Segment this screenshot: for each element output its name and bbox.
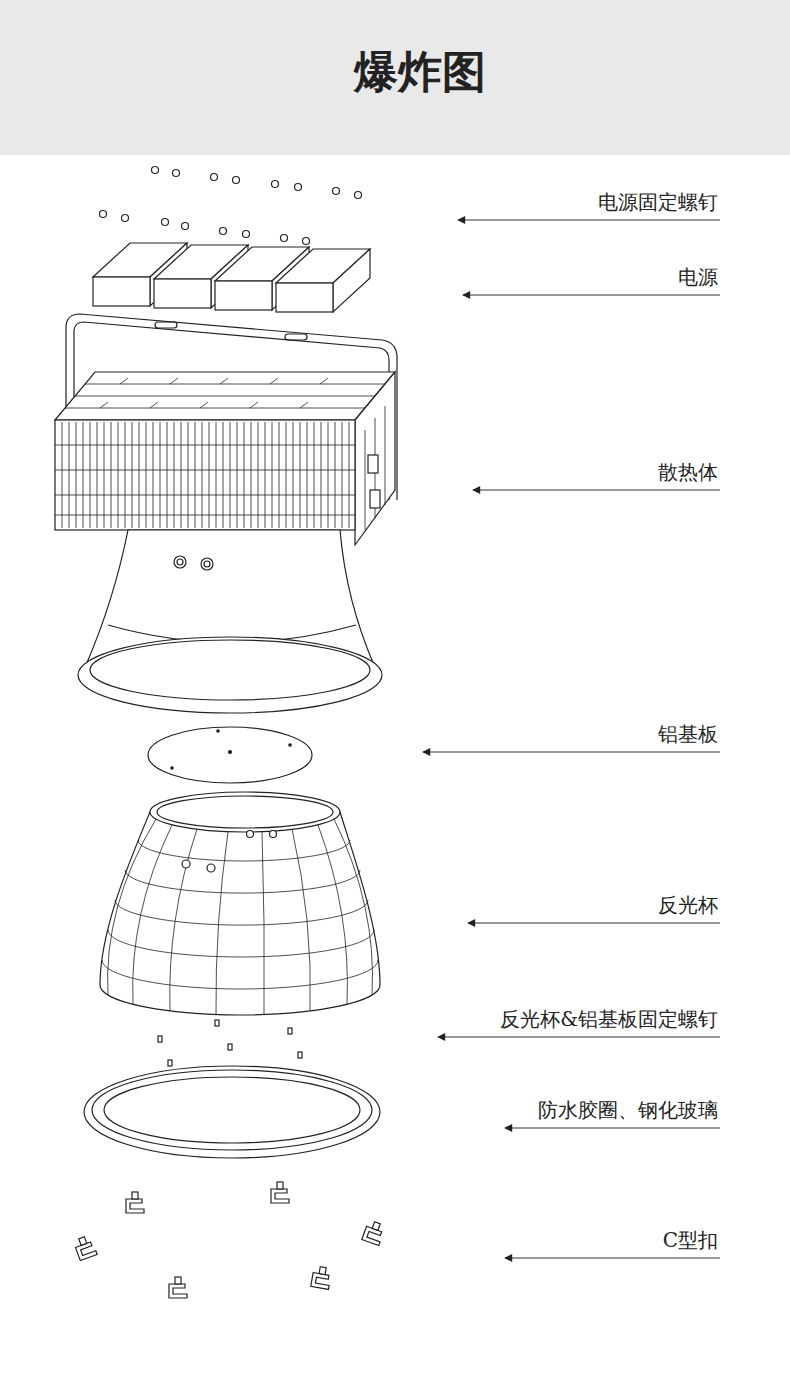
aluminium-plate bbox=[148, 727, 312, 783]
reflector bbox=[100, 792, 380, 1015]
part-label: 反光杯&铝基板固定螺钉 bbox=[500, 1007, 718, 1031]
leader-lines bbox=[423, 220, 720, 1258]
part-label: 电源 bbox=[678, 265, 718, 289]
part-label: 铝基板 bbox=[658, 722, 718, 746]
page-title: 爆炸图 bbox=[354, 43, 486, 102]
cone-housing bbox=[78, 530, 382, 713]
part-label: 电源固定螺钉 bbox=[598, 190, 718, 214]
part-label: 散热体 bbox=[658, 460, 718, 484]
part-label: 防水胶圈、钢化玻璃 bbox=[538, 1098, 718, 1122]
heat-sink bbox=[55, 372, 395, 545]
header-band bbox=[0, 0, 790, 155]
part-label: C型扣 bbox=[663, 1228, 718, 1252]
screws bbox=[100, 167, 362, 245]
part-label: 反光杯 bbox=[658, 893, 718, 917]
c-clips bbox=[73, 1182, 386, 1298]
power-supplies bbox=[93, 243, 370, 312]
seal-ring-glass bbox=[84, 1066, 380, 1158]
lamp-parts bbox=[55, 167, 397, 1299]
